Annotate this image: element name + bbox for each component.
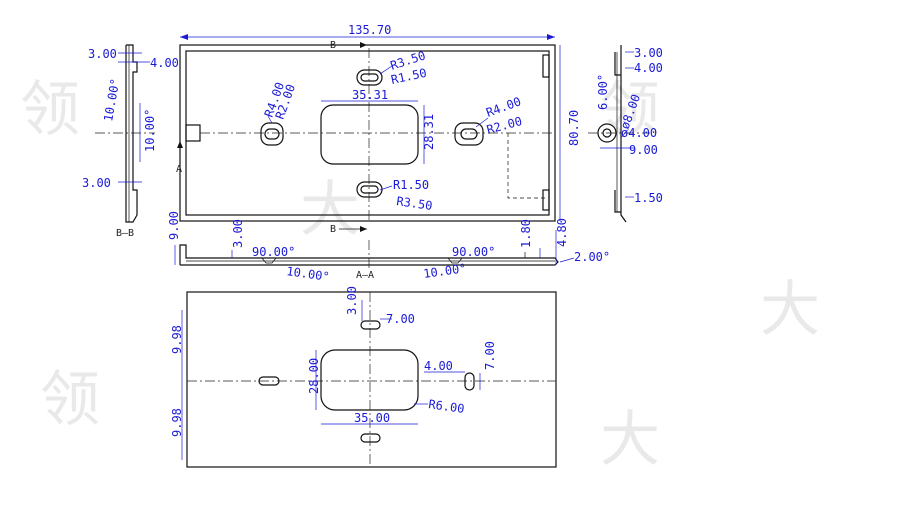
section-b-top-step-dim: 4.00 xyxy=(150,56,179,70)
bottom-slot-height-dim: 7.00 xyxy=(483,341,497,370)
bottom-left-lower-dim: 9.98 xyxy=(170,408,184,437)
watermark: 领 大 领 大 领 大 xyxy=(20,75,820,475)
right-view-outer-edge xyxy=(620,45,627,223)
overall-height-dim: 80.70 xyxy=(567,110,581,146)
bottom-cutout-height-dim: 28.00 xyxy=(307,358,321,394)
section-a-draft-angle-dim: 2.00° xyxy=(574,250,610,264)
bottom-view-outline xyxy=(186,291,557,468)
right-view-step-dim: 4.00 xyxy=(634,61,663,75)
left-slot-outer xyxy=(260,122,284,146)
slot-bottom-inner-radius: R1.50 xyxy=(393,178,429,192)
cutout-width-dim: 35.31 xyxy=(352,88,388,102)
left-notch xyxy=(185,124,201,142)
right-lower-tab xyxy=(542,189,550,211)
section-b-angle-dim: 10.00° xyxy=(101,77,122,122)
section-a-right-step-dim: 1.80 xyxy=(519,219,533,248)
right-view-offset-dim: 6.00° xyxy=(596,74,610,110)
right-upper-tab xyxy=(542,54,550,78)
svg-text:领: 领 xyxy=(20,75,80,145)
section-b-middle-dim: 10.00° xyxy=(143,109,157,152)
slot-bottom-outer-radius: R3.50 xyxy=(396,194,434,213)
hidden-rib xyxy=(507,133,545,199)
section-a-left-angle-dim: 90.00° xyxy=(252,245,295,259)
svg-text:大: 大 xyxy=(760,275,820,345)
section-a-title: A—A xyxy=(356,270,374,281)
section-b-top-thickness-dim: 3.00 xyxy=(88,47,117,61)
left-slot-inner xyxy=(264,128,280,140)
top-view-outer-outline xyxy=(179,44,556,222)
section-a-right-bottom-angle-dim: 10.00° xyxy=(422,261,467,281)
cutout-height-dim: 28.31 xyxy=(422,114,436,150)
section-a-left-bottom-angle-dim: 10.00° xyxy=(286,264,331,284)
overall-width-dim: 135.70 xyxy=(348,23,391,37)
top-slot-outer xyxy=(356,69,383,86)
right-view-top-step xyxy=(614,52,621,76)
bottom-top-offset-dim: 3.00 xyxy=(345,286,359,315)
right-side-view: 3.00 4.00 6.00° ø8.00 ø4.00 9.00 1.50 xyxy=(588,45,663,223)
top-view: B B A 135.70 80.70 35.31 28.31 R3.50 R1.… xyxy=(176,23,581,235)
section-b-bottom-label: B xyxy=(330,224,336,235)
section-a-profile xyxy=(179,244,559,266)
svg-text:大: 大 xyxy=(300,175,360,245)
section-b-bottom-dim: 3.00 xyxy=(82,176,111,190)
section-a-view: 9.00 3.00 90.00° 10.00° 90.00° 10.00° 1.… xyxy=(167,211,610,284)
section-a-side-label: A xyxy=(176,164,182,175)
bottom-view: 9.98 9.98 3.00 7.00 28.00 35.00 R6.00 4.… xyxy=(170,286,557,468)
bottom-bottom-slot xyxy=(360,433,381,443)
bottom-slot-width-dim: 4.00 xyxy=(424,359,453,373)
section-a-left-groove xyxy=(261,257,277,264)
center-cutout xyxy=(320,104,419,165)
section-a-right-angle-dim: 90.00° xyxy=(452,245,495,259)
section-b-title: B—B xyxy=(116,228,134,239)
right-view-top-dim: 3.00 xyxy=(634,46,663,60)
bottom-top-slot xyxy=(360,320,381,330)
section-a-right-height-dim: 4.80 xyxy=(555,218,569,247)
bottom-cutout-radius-dim: R6.00 xyxy=(428,397,466,416)
right-slot-outer xyxy=(454,122,484,146)
section-b-view: 3.00 4.00 10.00° 10.00° 3.00 B—B xyxy=(82,44,179,239)
bottom-left-upper-dim: 9.98 xyxy=(170,325,184,354)
bottom-right-slot xyxy=(464,372,475,391)
top-slot-inner xyxy=(360,73,379,82)
bottom-center-cutout xyxy=(320,349,419,411)
right-view-height-dim: 9.00 xyxy=(629,143,658,157)
svg-text:领: 领 xyxy=(40,365,100,435)
bottom-cutout-width-dim: 35.00 xyxy=(354,411,390,425)
bottom-left-slot xyxy=(258,376,280,386)
right-view-bottom-step xyxy=(614,190,621,213)
right-view-bottom-dim: 1.50 xyxy=(634,191,663,205)
section-a-left-step-dim: 3.00 xyxy=(231,219,245,248)
right-slot-inner xyxy=(460,128,478,140)
section-a-left-height-dim: 9.00 xyxy=(167,211,181,240)
section-a-right-groove xyxy=(447,257,463,264)
section-b-profile xyxy=(125,44,138,223)
svg-text:大: 大 xyxy=(600,405,660,475)
bottom-slot-length-dim: 7.00 xyxy=(386,312,415,326)
right-view-inner-diameter-dim: ø4.00 xyxy=(621,126,657,140)
section-b-top-label: B xyxy=(330,40,336,51)
bottom-slot-inner xyxy=(360,185,379,194)
